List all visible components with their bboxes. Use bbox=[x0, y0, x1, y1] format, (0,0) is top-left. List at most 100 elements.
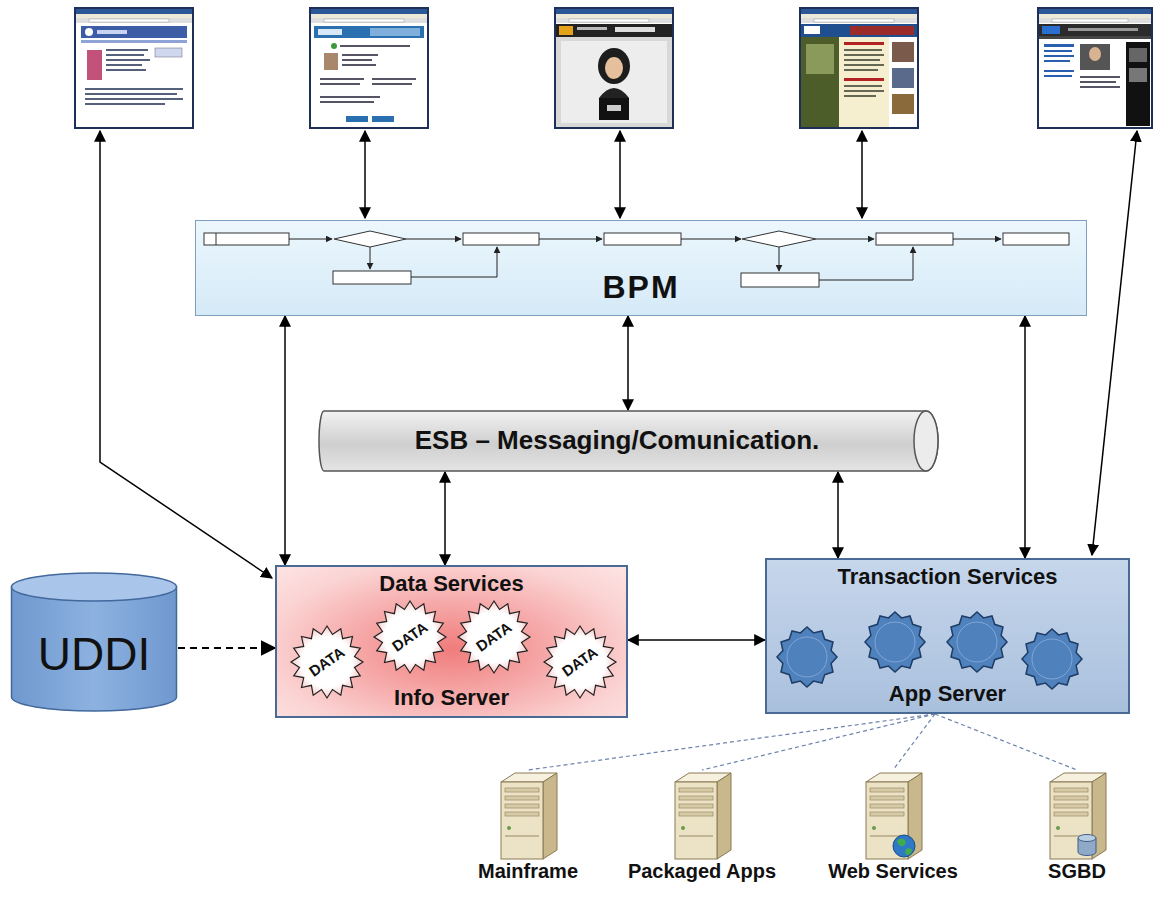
server-node: Mainframe bbox=[458, 770, 598, 892]
web-screenshot-part bbox=[1080, 86, 1120, 88]
web-screenshot-part bbox=[1080, 44, 1110, 70]
web-screenshot-part bbox=[1044, 75, 1072, 77]
data-star-outline-part bbox=[291, 626, 363, 698]
server-node: SGBD bbox=[1022, 770, 1132, 892]
web-screenshot-part bbox=[311, 9, 427, 14]
web-screenshot-part bbox=[839, 37, 889, 127]
server-node: Web Services bbox=[813, 770, 973, 892]
process-flow-part bbox=[333, 271, 411, 284]
web-screenshot-part bbox=[577, 27, 607, 30]
screenshot-arrows-part bbox=[619, 131, 621, 218]
server-label: Mainframe bbox=[478, 860, 578, 883]
server-icon bbox=[858, 770, 928, 860]
connector-arrow bbox=[837, 472, 839, 558]
web-screenshot bbox=[75, 8, 193, 128]
screenshot-arrows-part bbox=[861, 131, 863, 218]
service-gear-part bbox=[957, 622, 997, 662]
web-screenshot-part bbox=[76, 9, 192, 14]
server-icon-part-part bbox=[675, 782, 717, 859]
web-screenshot-part bbox=[1052, 19, 1128, 22]
uddi-registry: UDDI bbox=[10, 572, 178, 712]
esb-bus-outline-part bbox=[319, 411, 938, 471]
bpm-band: BPM bbox=[195, 220, 1087, 316]
web-screenshot-part bbox=[342, 64, 376, 66]
dashed-link bbox=[893, 714, 935, 770]
process-flow-part bbox=[741, 273, 819, 287]
service-gear bbox=[777, 612, 1082, 689]
esb-title: ESB – Messaging/Comunication. bbox=[415, 426, 820, 456]
web-screenshot-part bbox=[1126, 42, 1150, 126]
web-screenshot-part bbox=[598, 48, 630, 84]
web-screenshot bbox=[1038, 8, 1152, 128]
server-icon-part bbox=[866, 773, 922, 859]
process-flow-part bbox=[604, 233, 681, 245]
web-screenshot-part bbox=[85, 98, 183, 100]
server-icon-part-part bbox=[505, 836, 539, 837]
data-star: DATA bbox=[373, 600, 447, 674]
web-screenshot-part bbox=[892, 42, 914, 62]
process-flow-part bbox=[816, 239, 874, 240]
web-screenshot-part bbox=[106, 49, 148, 51]
web-screenshot-part bbox=[556, 24, 672, 37]
server-icon-part-part bbox=[1054, 804, 1088, 808]
dashed-link bbox=[528, 714, 935, 770]
web-screenshot bbox=[310, 8, 428, 128]
server-icon-part-part bbox=[679, 796, 713, 800]
web-screenshot-part bbox=[318, 29, 342, 35]
web-screenshot-part bbox=[372, 116, 394, 122]
connector-arrow bbox=[178, 647, 275, 649]
web-screenshot-part bbox=[311, 18, 427, 23]
web-screenshot-part bbox=[81, 40, 187, 43]
server-icon-part bbox=[675, 773, 731, 859]
process-flow-part bbox=[742, 231, 816, 247]
web-screenshot-part bbox=[314, 26, 424, 38]
web-screenshot-part bbox=[1044, 50, 1072, 52]
server-icon bbox=[1042, 770, 1112, 860]
server-icon-part-part bbox=[507, 826, 511, 830]
server-icon bbox=[667, 770, 737, 860]
server-icon-part-part bbox=[501, 782, 543, 859]
web-screenshot-part bbox=[155, 48, 182, 57]
server-icon-part-part bbox=[1054, 796, 1088, 800]
service-gear-part bbox=[1032, 639, 1072, 679]
web-screenshot bbox=[555, 8, 673, 128]
screenshot-arrows bbox=[100, 131, 1137, 578]
web-screenshot-part bbox=[801, 37, 839, 127]
server-icon-part-part bbox=[870, 796, 904, 800]
service-gear-part bbox=[865, 612, 925, 672]
web-screenshot-part bbox=[844, 59, 880, 61]
web-screenshot-part bbox=[844, 78, 884, 81]
server-icon-part-part bbox=[505, 788, 539, 792]
service-gear-part bbox=[787, 637, 827, 677]
web-screenshot-part bbox=[615, 27, 655, 32]
web-screenshot-part bbox=[106, 69, 146, 71]
web-screenshot-part bbox=[106, 54, 144, 56]
web-screenshot-part bbox=[85, 88, 183, 90]
web-screenshot-part bbox=[324, 53, 338, 70]
data-services-box: Data ServicesInfo ServerDATADATADATADATA bbox=[275, 565, 628, 718]
process-flow-part bbox=[539, 239, 602, 240]
web-screenshot-part bbox=[97, 30, 127, 34]
web-screenshot-part bbox=[1044, 70, 1074, 72]
web-screenshot-part bbox=[370, 28, 420, 36]
server-icon-part-part bbox=[505, 796, 539, 800]
web-screenshot-part bbox=[1042, 26, 1060, 34]
web-screenshot-part bbox=[320, 101, 374, 103]
process-flow-part bbox=[406, 239, 461, 240]
server-icon-part-part bbox=[872, 826, 876, 830]
web-screenshot-part bbox=[556, 14, 672, 18]
server-icon-part-part bbox=[870, 788, 904, 792]
process-flow-part bbox=[779, 247, 780, 271]
server-node: Packaged Apps bbox=[617, 770, 787, 892]
web-screenshot bbox=[800, 8, 918, 128]
uddi-title: UDDI bbox=[38, 628, 150, 681]
connector-arrow bbox=[444, 472, 446, 565]
server-icon-part-part bbox=[681, 826, 685, 830]
server-label: Packaged Apps bbox=[628, 860, 776, 883]
web-screenshot-part bbox=[844, 85, 882, 87]
data-star: DATA bbox=[543, 625, 617, 699]
esb-bus: ESB – Messaging/Comunication. bbox=[318, 410, 940, 472]
process-flow-part bbox=[289, 239, 332, 240]
web-screenshot-part bbox=[555, 8, 673, 128]
web-screenshot-part bbox=[1039, 9, 1151, 14]
